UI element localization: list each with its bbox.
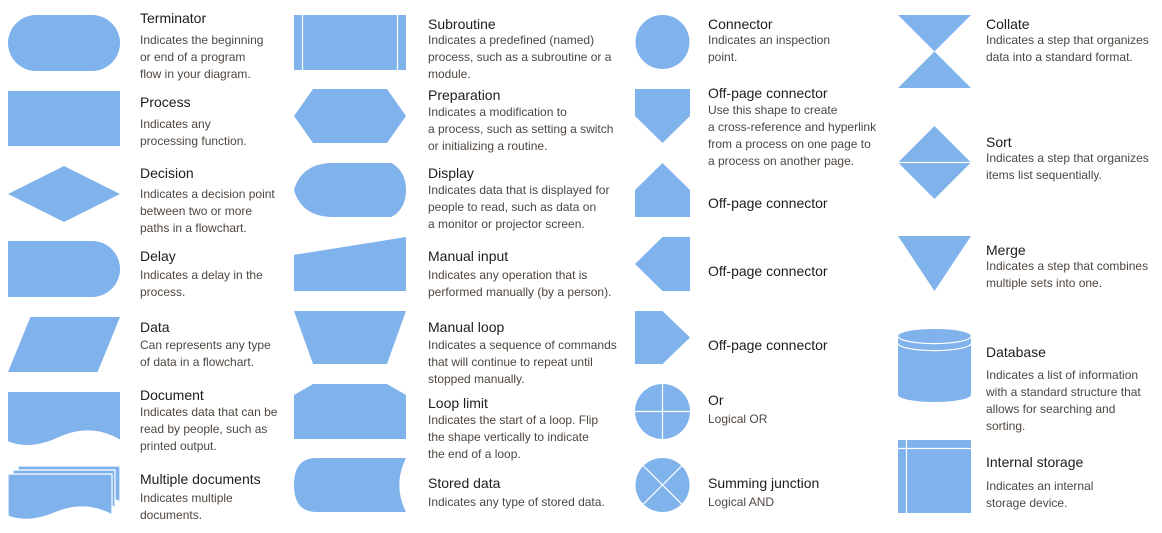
off-page-left-title: Off-page connector (708, 263, 828, 279)
connector-title: Connector (708, 16, 773, 32)
summing-junction-shape-icon (635, 458, 690, 512)
subroutine-title: Subroutine (428, 16, 496, 32)
or-description: Logical OR (708, 412, 768, 426)
preparation-description: Indicates a modification to a process, s… (428, 105, 614, 153)
internal-storage-shape-icon (898, 440, 971, 513)
terminator-shape-icon (8, 15, 120, 71)
database-description: Indicates a list of information with a s… (986, 368, 1141, 433)
decision-title: Decision (140, 165, 194, 181)
delay-description: Indicates a delay in the process. (140, 268, 263, 299)
merge-description: Indicates a step that combines multiple … (986, 259, 1149, 290)
preparation-shape-icon (294, 89, 406, 143)
loop-limit-description: Indicates the start of a loop. Flip the … (428, 413, 599, 461)
merge-shape-icon (898, 236, 971, 291)
data-description: Can represents any type of data in a flo… (140, 338, 271, 369)
summing-junction-title: Summing junction (708, 475, 820, 491)
delay-title: Delay (140, 248, 176, 264)
sort-shape-icon (898, 126, 971, 199)
preparation-title: Preparation (428, 87, 501, 103)
multiple-documents-title: Multiple documents (140, 471, 261, 487)
loop-limit-shape-icon (294, 384, 406, 439)
collate-description: Indicates a step that organizes data int… (986, 33, 1149, 64)
process-description: Indicates any processing function. (140, 117, 247, 148)
subroutine-description: Indicates a predefined (named) process, … (428, 33, 612, 81)
off-page-left-shape-icon (635, 237, 690, 291)
data-shape-icon (8, 317, 120, 372)
data-title: Data (140, 319, 170, 335)
collate-shape-icon (898, 15, 971, 88)
display-shape-icon (294, 163, 406, 217)
display-title: Display (428, 165, 474, 181)
summing-junction-description: Logical AND (708, 495, 775, 509)
off-page-up-title: Off-page connector (708, 195, 828, 211)
off-page-up-shape-icon (635, 163, 690, 217)
subroutine-shape-icon (294, 15, 406, 70)
or-title: Or (708, 392, 724, 408)
manual-input-description: Indicates any operation that is performe… (428, 268, 612, 299)
terminator-description: Indicates the beginning or end of a prog… (140, 33, 264, 81)
multiple-documents-description: Indicates multiple documents. (140, 491, 233, 522)
or-shape-icon (635, 384, 690, 439)
database-shape-icon (898, 329, 971, 402)
stored-data-title: Stored data (428, 475, 501, 491)
multiple-documents-shape-icon (8, 466, 120, 521)
document-title: Document (140, 387, 204, 403)
terminator-title: Terminator (140, 10, 207, 26)
connector-description: Indicates an inspection point. (708, 33, 831, 64)
internal-storage-description: Indicates an internal storage device. (986, 479, 1094, 510)
off-page-down-description: Use this shape to create a cross-referen… (708, 103, 877, 168)
database-title: Database (986, 344, 1046, 360)
manual-loop-shape-icon (294, 311, 406, 364)
collate-title: Collate (986, 16, 1030, 32)
stored-data-shape-icon (294, 458, 406, 512)
internal-storage-title: Internal storage (986, 454, 1084, 470)
off-page-right-shape-icon (635, 311, 690, 364)
decision-shape-icon (8, 166, 120, 222)
manual-input-title: Manual input (428, 248, 509, 264)
stored-data-description: Indicates any type of stored data. (428, 495, 605, 509)
process-title: Process (140, 94, 191, 110)
display-description: Indicates data that is displayed for peo… (428, 183, 610, 231)
manual-input-shape-icon (294, 237, 406, 291)
loop-limit-title: Loop limit (428, 395, 488, 411)
off-page-down-shape-icon (635, 89, 690, 143)
sort-description: Indicates a step that organizes items li… (986, 151, 1149, 182)
delay-shape-icon (8, 241, 120, 297)
connector-shape-icon (635, 15, 690, 69)
document-shape-icon (8, 392, 120, 446)
document-description: Indicates data that can be read by peopl… (140, 405, 278, 453)
off-page-right-title: Off-page connector (708, 337, 828, 353)
sort-title: Sort (986, 134, 1012, 150)
manual-loop-description: Indicates a sequence of commands that wi… (428, 338, 617, 386)
merge-title: Merge (986, 242, 1026, 258)
manual-loop-title: Manual loop (428, 319, 505, 335)
process-shape-icon (8, 91, 120, 146)
off-page-down-title: Off-page connector (708, 85, 828, 101)
decision-description: Indicates a decision point between two o… (140, 187, 275, 235)
